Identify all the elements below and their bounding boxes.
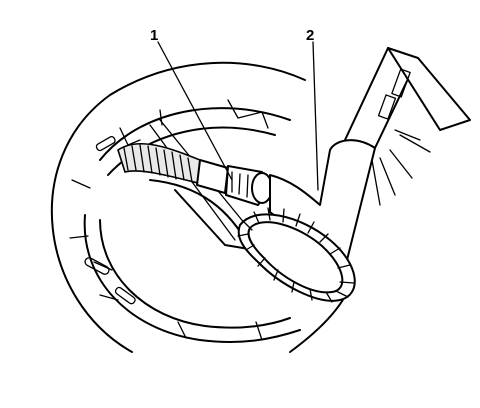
callout-1: 1 [150,27,158,44]
leader-line-1 [157,41,233,181]
corrugated-fuel-hose [117,142,206,184]
lock-ring [69,99,301,343]
outer-ring-arc [50,61,306,353]
quick-connect-fitting [196,159,273,206]
leader-line-2 [312,41,319,191]
harness-tube [269,47,471,269]
ribbed-seal [237,207,356,303]
callout-2: 2 [306,27,314,44]
